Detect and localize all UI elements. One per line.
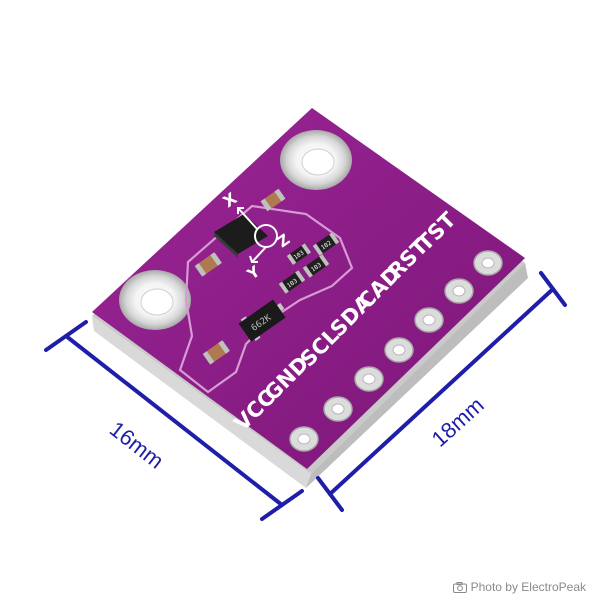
axis-marker bbox=[237, 207, 278, 263]
resistor: 103 bbox=[286, 243, 312, 265]
capacitor bbox=[202, 340, 230, 365]
pin-pad-scl bbox=[354, 366, 384, 392]
pcb-board bbox=[92, 108, 528, 488]
header-pads bbox=[289, 250, 503, 452]
dimension-length-label: 18mm bbox=[427, 392, 489, 451]
pin-pad-cad bbox=[414, 307, 444, 333]
mounting-hole-left bbox=[119, 270, 191, 330]
resistor: 102 bbox=[312, 232, 340, 256]
pin-pad-gnd bbox=[323, 396, 353, 422]
resistor: 103 bbox=[302, 254, 330, 278]
pin-pad-rst bbox=[444, 278, 474, 304]
dimension-width-label: 16mm bbox=[105, 416, 169, 473]
pin-pad-vcc bbox=[289, 426, 319, 452]
camera-icon bbox=[452, 581, 467, 593]
resistor: 103 bbox=[278, 270, 306, 294]
sensor-chip bbox=[214, 214, 268, 258]
mounting-hole-top bbox=[280, 130, 352, 190]
photo-credit-text: Photo by ElectroPeak bbox=[470, 580, 586, 594]
dimension-width bbox=[44, 320, 304, 521]
voltage-regulator: 662K bbox=[238, 299, 286, 342]
capacitor bbox=[194, 252, 222, 277]
pin-pad-tst bbox=[473, 250, 503, 276]
dimension-length bbox=[316, 271, 567, 512]
pin-pad-sda bbox=[384, 337, 414, 363]
capacitor bbox=[260, 188, 286, 212]
photo-credit: Photo by ElectroPeak bbox=[452, 580, 586, 594]
